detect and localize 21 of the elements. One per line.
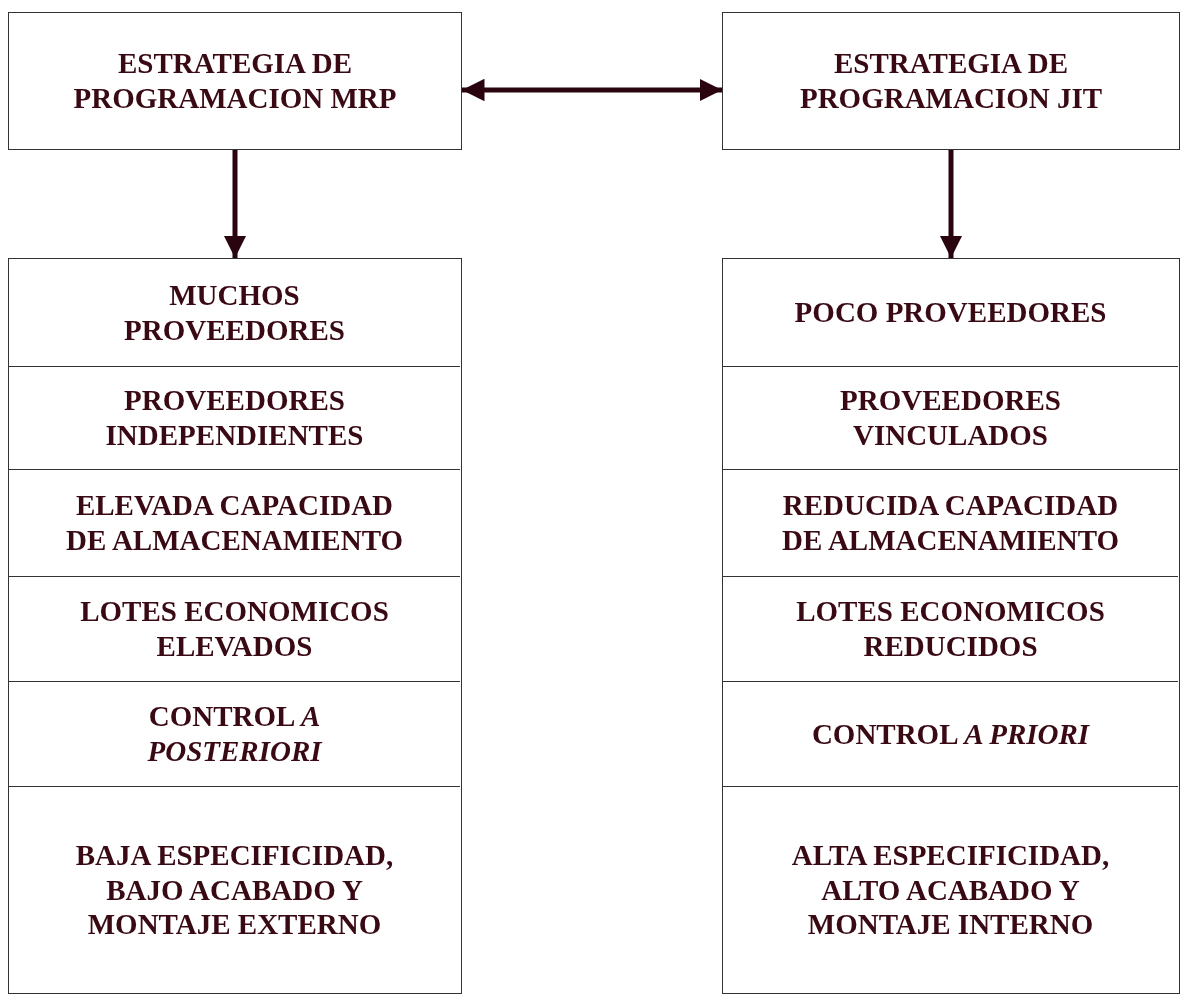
row-text: LOTES ECONOMICOS REDUCIDOS <box>795 594 1106 664</box>
row-text: ELEVADA CAPACIDAD DE ALMACENAMIENTO <box>65 488 404 558</box>
arrow <box>939 150 963 258</box>
strategy-box <box>722 12 1180 150</box>
arrow <box>223 150 247 258</box>
row-text: CONTROL A POSTERIORI <box>146 699 324 769</box>
row-text: CONTROL A PRIORI <box>811 716 1090 752</box>
row-text: POCO PROVEEDORES <box>794 295 1107 330</box>
box-title: ESTRATEGIA DE PROGRAMACION JIT <box>798 46 1104 116</box>
strategy-box <box>8 12 462 150</box>
row-text: MUCHOS PROVEEDORES <box>123 277 346 348</box>
row-text: BAJA ESPECIFICIDAD, BAJO ACABADO Y MONTAJE EXTERNO <box>74 837 395 943</box>
row-text: REDUCIDA CAPACIDAD DE ALMACENAMIENTO <box>781 488 1120 558</box>
column-box <box>722 258 1180 994</box>
row-text: ALTA ESPECIFICIDAD, ALTO ACABADO Y MONTAJE INTERNO <box>790 837 1111 943</box>
column-box <box>8 258 462 994</box>
row-text: PROVEEDORES VINCULADOS <box>839 383 1062 453</box>
row-text: PROVEEDORES INDEPENDIENTES <box>104 383 365 453</box>
row-text: LOTES ECONOMICOS ELEVADOS <box>79 594 390 664</box>
arrow <box>462 78 722 102</box>
box-title: ESTRATEGIA DE PROGRAMACION MRP <box>72 46 398 116</box>
